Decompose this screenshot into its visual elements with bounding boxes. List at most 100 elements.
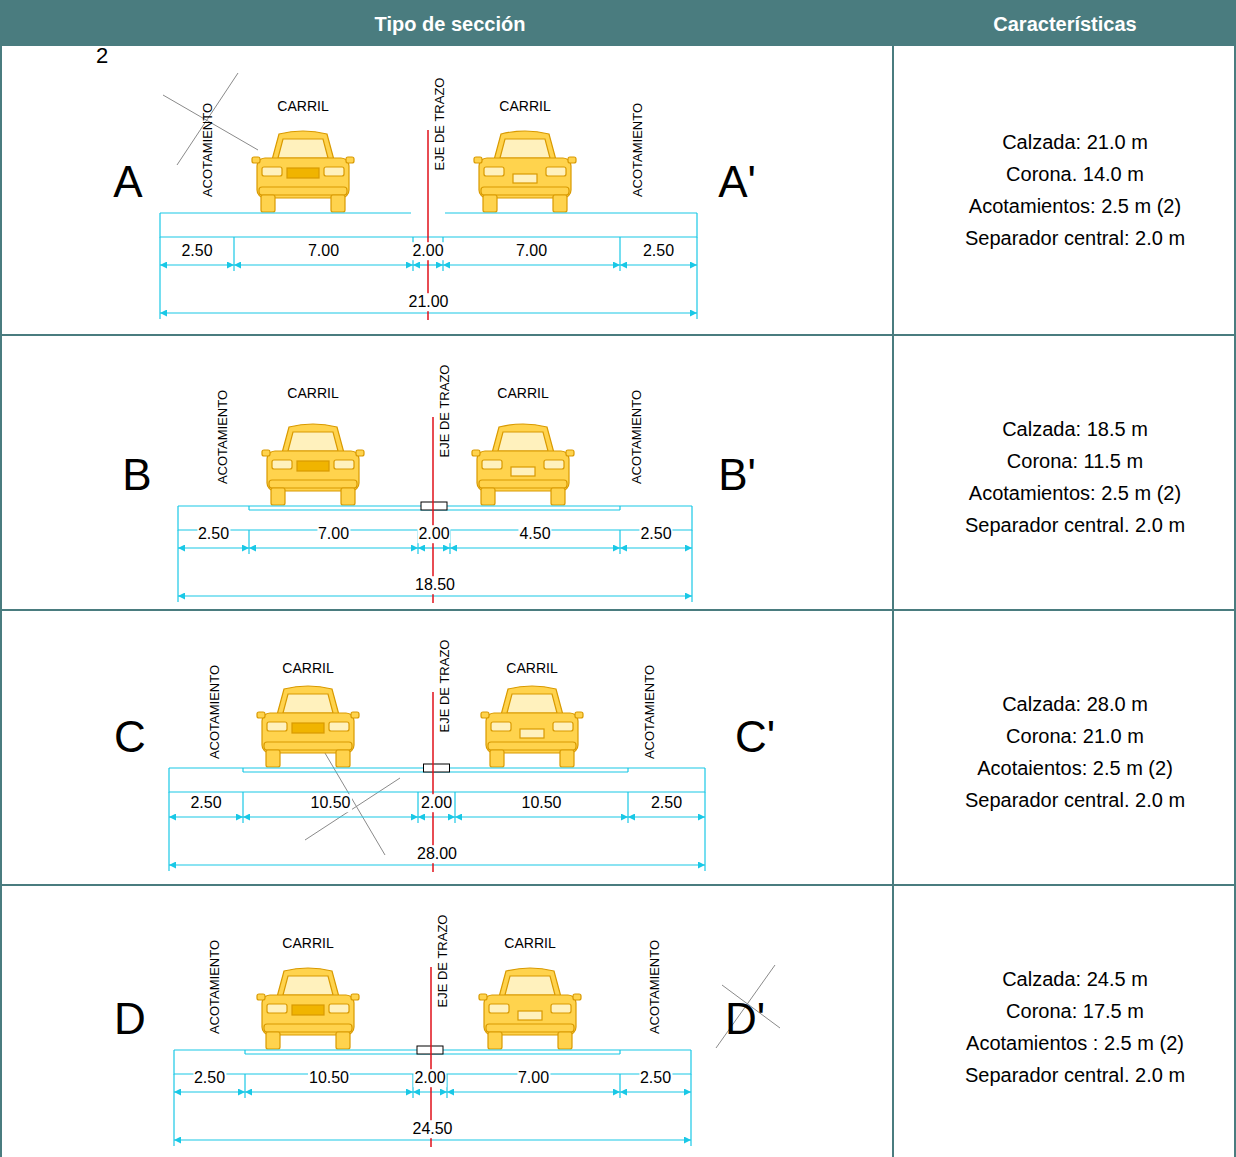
note-mark: 2: [96, 44, 108, 68]
characteristic: Separador central. 2.0 m: [965, 789, 1185, 811]
total-dimension-line: [169, 864, 705, 865]
dimension-value: 2.50: [197, 525, 230, 543]
dimension-line: [418, 547, 450, 548]
road-section: [178, 417, 692, 603]
characteristic: Separador central. 2.0 m: [965, 1064, 1185, 1086]
pavement: [178, 506, 692, 602]
header-bar: [0, 0, 1236, 46]
characteristic: Corona: 17.5 m: [1006, 1000, 1144, 1022]
total-dimension-line: [178, 595, 692, 596]
car-rear: [481, 686, 583, 767]
dimension-line: [413, 1091, 447, 1092]
median-barrier: [424, 764, 450, 772]
car-rear: [472, 424, 574, 505]
shoulder-label: ACOTAMIENTO: [201, 103, 215, 197]
section-letter: D: [114, 995, 146, 1043]
dimension-value: 7.00: [307, 242, 340, 260]
car-rear: [479, 968, 581, 1049]
lane-label: CARRIL: [506, 661, 557, 676]
dimension-line: [178, 547, 249, 548]
dimension-line: [418, 816, 455, 817]
characteristic: Acotamientos: 2.5 m (2): [969, 195, 1181, 217]
shoulder-label: ACOTAMIENTO: [208, 940, 222, 1034]
dimension-value: 2.00: [411, 242, 444, 260]
shoulder-label: ACOTAMIENTO: [648, 940, 662, 1034]
car-front: [257, 968, 359, 1049]
dimension-value: 2.50: [180, 242, 213, 260]
dimension-value: 2.50: [639, 1069, 672, 1087]
total-dimension-line: [174, 1139, 691, 1140]
section-letter: B': [718, 451, 756, 499]
pavement: [174, 1050, 691, 1146]
dimension-line: [620, 264, 697, 265]
characteristic: Corona: 21.0 m: [1006, 725, 1144, 747]
cross-marks: [163, 73, 780, 1048]
section-letter: B: [122, 451, 151, 499]
characteristic: Calzada: 28.0 m: [1002, 693, 1148, 715]
pavement: [169, 768, 705, 871]
dimension-line: [447, 1091, 620, 1092]
median-barrier: [421, 502, 447, 510]
dimension-value: 10.50: [309, 794, 351, 812]
lane-label: CARRIL: [497, 386, 548, 401]
total-dimension: 28.00: [416, 845, 458, 863]
dimension-value: 10.50: [308, 1069, 350, 1087]
axis-label: EJE DE TRAZO: [438, 365, 452, 458]
total-dimension: 24.50: [411, 1120, 453, 1138]
axis-label: EJE DE TRAZO: [433, 78, 447, 171]
road-section: [160, 130, 697, 320]
median-barrier: [417, 1046, 443, 1054]
dimension-line: [620, 547, 692, 548]
dimension-value: 2.00: [413, 1069, 446, 1087]
dimension-value: 2.50: [642, 242, 675, 260]
lane-label: CARRIL: [499, 99, 550, 114]
total-dimension: 21.00: [407, 293, 449, 311]
shoulder-label: ACOTAMIENTO: [631, 103, 645, 197]
dimension-value: 7.00: [317, 525, 350, 543]
dimension-value: 10.50: [520, 794, 562, 812]
dimension-value: 2.50: [193, 1069, 226, 1087]
section-letter: C': [735, 713, 775, 761]
dimension-value: 7.00: [515, 242, 548, 260]
lane-label: CARRIL: [282, 661, 333, 676]
characteristic: Calzada: 24.5 m: [1002, 968, 1148, 990]
characteristic: Calzada: 18.5 m: [1002, 418, 1148, 440]
axis-label: EJE DE TRAZO: [436, 915, 450, 1008]
car-front: [252, 131, 354, 212]
dimension-value: 7.00: [517, 1069, 550, 1087]
lane-label: CARRIL: [504, 936, 555, 951]
car-rear: [474, 131, 576, 212]
dimension-line: [160, 264, 234, 265]
shoulder-label: ACOTAMIENTO: [643, 665, 657, 759]
dimension-value: 2.00: [420, 794, 453, 812]
lane-label: CARRIL: [277, 99, 328, 114]
dimension-line: [628, 816, 705, 817]
dimension-line: [243, 816, 418, 817]
characteristic: Corona. 14.0 m: [1006, 163, 1144, 185]
dimension-line: [169, 816, 243, 817]
column-header: Características: [993, 13, 1136, 35]
dimension-line: [455, 816, 628, 817]
total-dimension: 18.50: [414, 576, 456, 594]
dimension-value: 2.50: [650, 794, 683, 812]
characteristic: Calzada: 21.0 m: [1002, 131, 1148, 153]
axis-line: [427, 130, 429, 320]
dimension-line: [234, 264, 413, 265]
shoulder-label: ACOTAMIENTO: [216, 390, 230, 484]
section-letter: D': [725, 995, 765, 1043]
dimension-value: 2.00: [417, 525, 450, 543]
characteristic: Acotaientos: 2.5 m (2): [977, 757, 1173, 779]
car-front: [257, 686, 359, 767]
shoulder-label: ACOTAMIENTO: [208, 665, 222, 759]
axis-line: [432, 417, 434, 603]
column-header: Tipo de sección: [375, 13, 526, 35]
table-grid: [0, 46, 1236, 1157]
axis-label: EJE DE TRAZO: [438, 640, 452, 733]
dimension-line: [450, 547, 620, 548]
car-front: [262, 424, 364, 505]
dimension-line: [174, 1091, 245, 1092]
lane-label: CARRIL: [287, 386, 338, 401]
section-letter: A': [718, 158, 756, 206]
characteristic: Separador central: 2.0 m: [965, 227, 1185, 249]
characteristic: Acotamientos : 2.5 m (2): [966, 1032, 1184, 1054]
